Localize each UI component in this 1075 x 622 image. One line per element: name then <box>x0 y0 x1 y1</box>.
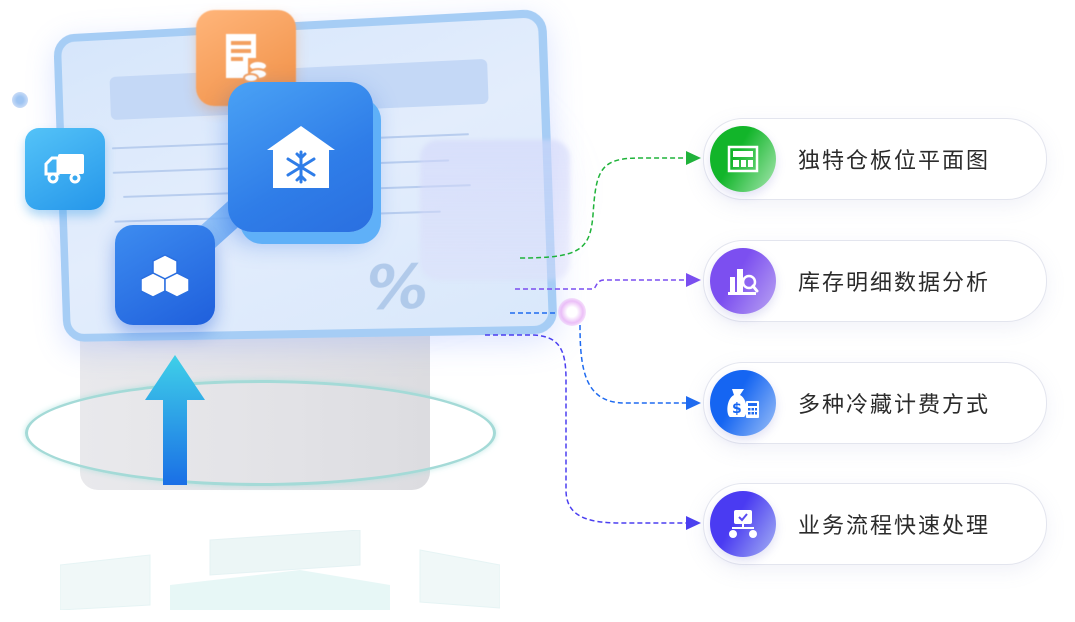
arrowhead-icon <box>686 396 701 410</box>
feature-floor-plan[interactable]: 独特仓板位平面图 <box>703 118 1047 200</box>
decorative-pink-orb <box>558 298 586 326</box>
feature-icon-badge: $ <box>710 370 776 436</box>
arrowhead-icon <box>686 273 701 287</box>
truck-tile <box>25 128 105 210</box>
floor-plan-grid-icon <box>727 145 759 173</box>
feature-label: 独特仓板位平面图 <box>798 149 991 174</box>
stacked-boxes-icon <box>141 254 189 297</box>
feature-label: 库存明细数据分析 <box>798 271 991 296</box>
feature-workflow-processing[interactable]: 业务流程快速处理 <box>703 483 1047 565</box>
feature-label: 业务流程快速处理 <box>798 514 991 539</box>
stacked-boxes-tile <box>115 225 215 325</box>
feature-icon-badge <box>710 491 776 557</box>
decorative-orb <box>12 92 28 108</box>
feature-label: 多种冷藏计费方式 <box>798 393 991 418</box>
feature-icon-badge <box>710 126 776 192</box>
floating-side-panel <box>420 140 570 280</box>
cold-storage-house-snowflake-icon <box>266 126 335 188</box>
data-analysis-magnifier-icon <box>728 269 759 295</box>
feature-icon-badge <box>710 248 776 314</box>
feature-billing-methods[interactable]: $ 多种冷藏计费方式 <box>703 362 1047 444</box>
workflow-monitor-icon <box>729 510 757 538</box>
cold-storage-tile <box>228 82 373 232</box>
bill-coins-icon <box>226 34 268 83</box>
orbit-ring <box>25 380 496 486</box>
feature-inventory-analysis[interactable]: 库存明细数据分析 <box>703 240 1047 322</box>
svg-text:$: $ <box>732 401 742 417</box>
platform-base <box>60 530 500 610</box>
arrowhead-icon <box>686 151 701 165</box>
money-bag-calculator-icon: $ <box>727 389 759 418</box>
up-arrow-icon <box>145 355 205 485</box>
truck-icon <box>44 154 84 184</box>
arrowhead-icon <box>686 516 701 530</box>
